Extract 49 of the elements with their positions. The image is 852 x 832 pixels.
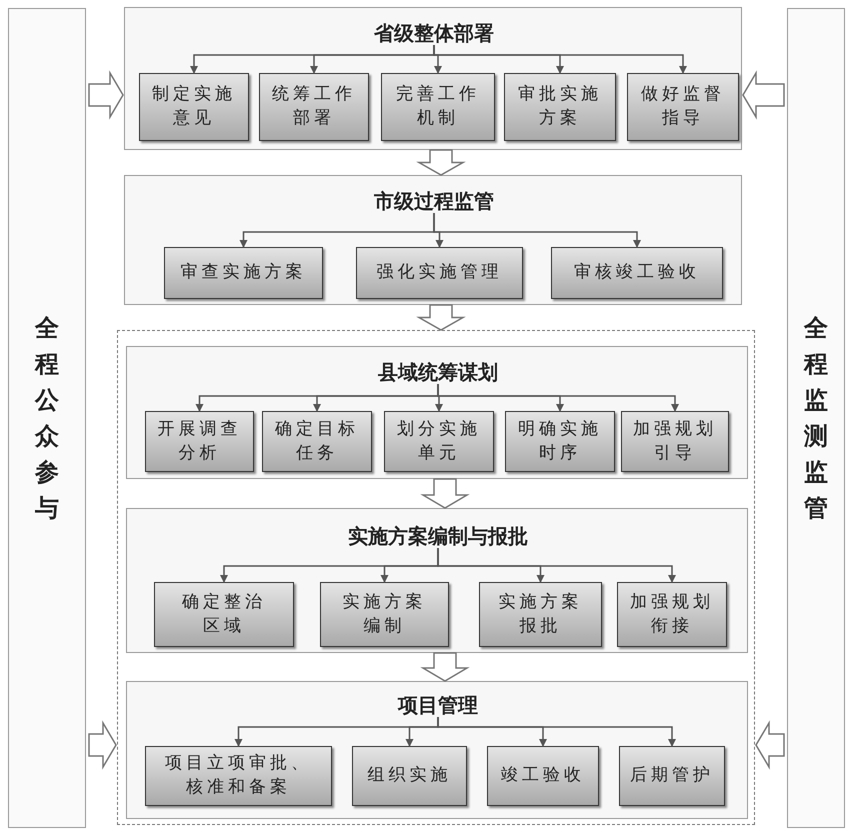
block-arrow — [416, 304, 466, 331]
section-title: 项目管理 — [398, 693, 478, 717]
step-box: 项目立项审批、核准和备案 — [145, 746, 332, 806]
section-panel — [126, 681, 748, 819]
step-box: 划分实施单元 — [384, 411, 494, 472]
step-box: 审批实施方案 — [504, 73, 616, 141]
side-band — [787, 8, 845, 828]
connector-arrow — [437, 548, 676, 583]
block-arrow — [416, 149, 466, 176]
step-box: 确定整治区域 — [154, 582, 294, 647]
step-box: 实施方案报批 — [479, 582, 602, 647]
step-box: 强化实施管理 — [356, 247, 523, 299]
band-label: 全程监测监管 — [803, 313, 829, 524]
section-title: 实施方案编制与报批 — [348, 524, 528, 548]
section-panel — [126, 508, 748, 653]
side-band — [8, 8, 86, 828]
connector-arrow — [433, 45, 687, 74]
step-box: 审核竣工验收 — [551, 247, 723, 299]
step-box: 确定目标任务 — [262, 411, 372, 472]
block-arrow — [755, 720, 785, 770]
section-panel — [124, 175, 742, 305]
section-title: 市级过程监管 — [374, 189, 494, 213]
section-panel — [124, 7, 742, 150]
step-box: 竣工验收 — [487, 746, 599, 806]
section-title: 县域统筹谋划 — [378, 360, 498, 384]
step-box: 实施方案编制 — [320, 582, 449, 647]
section-title: 省级整体部署 — [374, 21, 494, 45]
step-box: 制定实施意见 — [139, 73, 249, 141]
step-box: 组织实施 — [352, 746, 467, 806]
connector-arrow — [433, 213, 641, 248]
dashed-frame — [117, 330, 755, 825]
block-arrow — [742, 70, 785, 120]
band-label: 全程公众参与 — [34, 313, 60, 524]
step-box: 后期管护 — [619, 746, 725, 806]
step-box: 明确实施时序 — [505, 411, 615, 472]
block-arrow — [88, 70, 124, 120]
step-box: 加强规划衔接 — [617, 582, 727, 647]
block-arrow — [420, 652, 470, 682]
step-box: 完善工作机制 — [381, 73, 495, 141]
step-box: 开展调查分析 — [145, 411, 254, 472]
section-panel — [126, 346, 748, 479]
connector-arrow — [437, 717, 676, 747]
block-arrow — [88, 720, 117, 770]
step-box: 加强规划引导 — [621, 411, 729, 472]
step-box: 审查实施方案 — [164, 247, 323, 299]
block-arrow — [420, 478, 470, 509]
connector-arrow — [437, 384, 679, 412]
step-box: 做好监督指导 — [627, 73, 739, 141]
step-box: 统筹工作部署 — [259, 73, 369, 141]
